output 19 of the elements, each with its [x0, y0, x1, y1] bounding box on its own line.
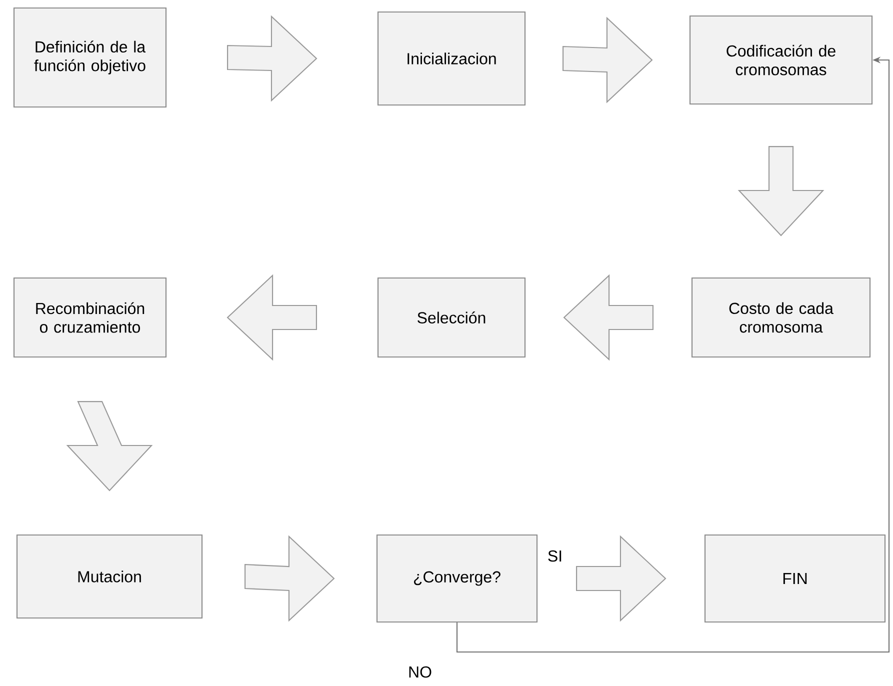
block-arrow: [738, 146, 824, 236]
process-box: Mutacion: [16, 534, 203, 619]
process-box: Codificación de cromosomas: [689, 15, 873, 105]
process-box: ¿Converge?: [376, 534, 538, 623]
block-arrow: [227, 15, 318, 102]
block-arrow: [576, 535, 666, 622]
block-arrow: [244, 535, 335, 622]
edge-label: NO: [406, 665, 434, 679]
process-box: Selección: [377, 277, 526, 358]
block-arrow: [66, 401, 153, 492]
block-arrow: [562, 16, 653, 104]
process-box: Costo de cada cromosoma: [691, 277, 871, 358]
process-box: Definición de la función objetivo: [13, 7, 167, 108]
process-box: FIN: [704, 534, 886, 623]
block-arrow: [226, 274, 317, 361]
process-box: Recombinación o cruzamiento: [13, 277, 167, 358]
edge-label: SI: [546, 549, 564, 563]
block-arrow: [563, 274, 654, 361]
process-box: Inicializacion: [377, 11, 526, 106]
